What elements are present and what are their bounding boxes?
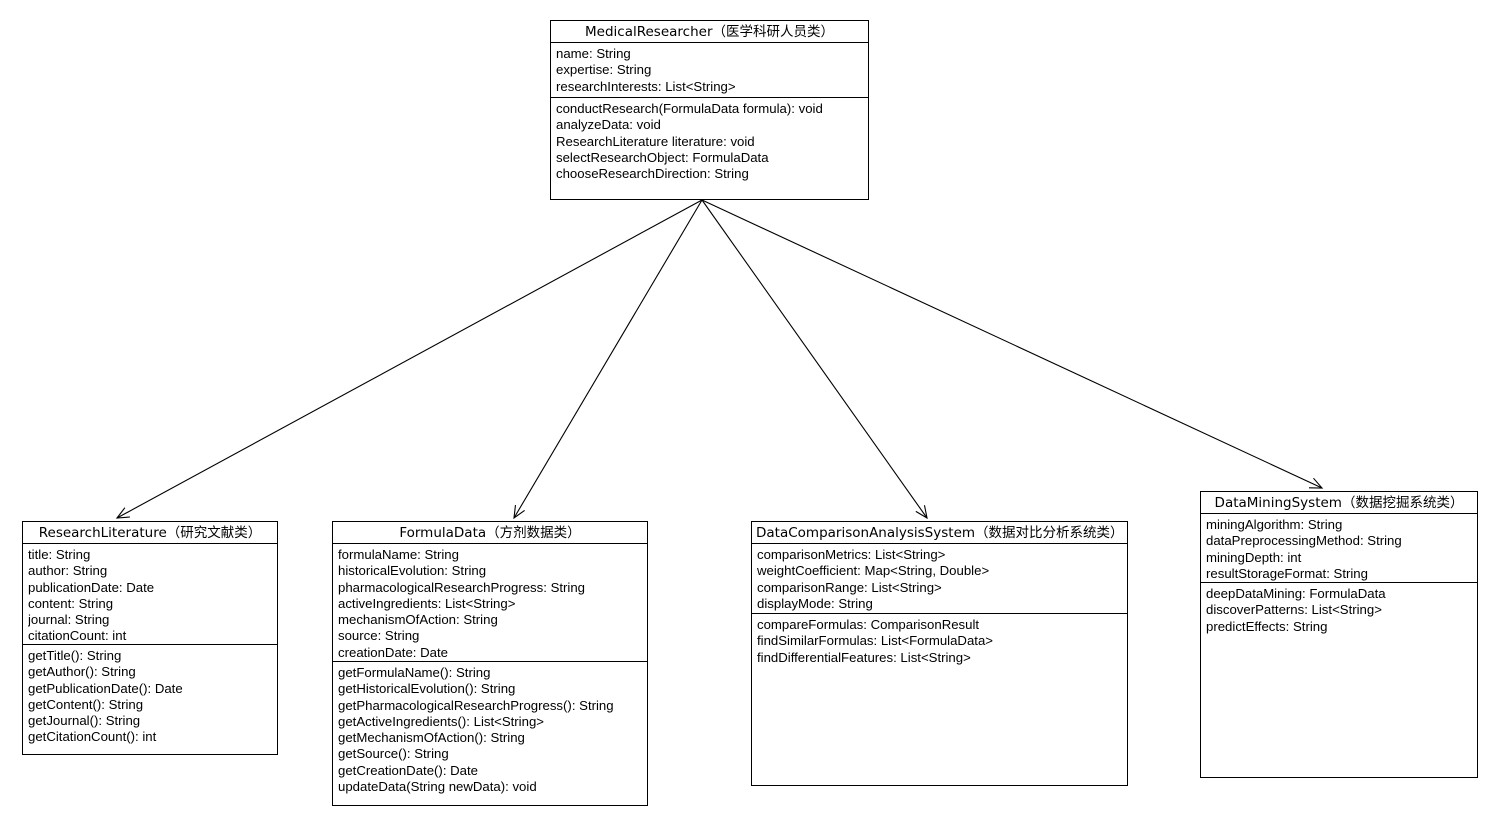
uml-member-line: getCreationDate(): Date xyxy=(338,762,479,778)
uml-member-line: getFormulaName(): String xyxy=(338,665,491,680)
uml-member-line: pharmacologicalResearchProgress: String xyxy=(338,579,586,595)
edge-to-formula-data xyxy=(513,199,703,520)
uml-member-line: ResearchLiterature literature: void xyxy=(556,133,755,149)
uml-member-line: getHistoricalEvolution(): String xyxy=(338,681,516,697)
uml-member-line: activeIngredients: List<String> xyxy=(338,595,516,611)
uml-member-line: source: String xyxy=(338,628,420,644)
uml-member-line: getCitationCount(): int xyxy=(28,729,157,745)
arrowhead xyxy=(915,505,928,520)
class-title-research-literature: ResearchLiterature（研究文献类） xyxy=(23,522,277,544)
uml-member-line: comparisonRange: List<String> xyxy=(757,579,942,595)
uml-member-line: getSource(): String xyxy=(338,746,449,762)
uml-member-line: getPublicationDate(): Date xyxy=(28,680,183,696)
uml-member-line: updateData(String newData): void xyxy=(338,779,537,795)
uml-member-line: getAuthor(): String xyxy=(28,664,136,680)
uml-member-line: title: String xyxy=(28,547,91,562)
uml-member-line: getPharmacologicalResearchProgress(): St… xyxy=(338,697,614,713)
uml-member-line: deepDataMining: FormulaData xyxy=(1206,586,1386,601)
arrowhead xyxy=(513,505,525,520)
uml-member-line: name: String xyxy=(556,46,631,61)
uml-member-line: getMechanismOfAction(): String xyxy=(338,730,525,746)
uml-member-line: getActiveIngredients(): List<String> xyxy=(338,713,544,729)
uml-member-line: publicationDate: Date xyxy=(28,579,155,595)
uml-member-line: creationDate: Date xyxy=(338,644,448,660)
uml-member-line: getContent(): String xyxy=(28,696,144,712)
class-title-formula-data: FormulaData（方剂数据类） xyxy=(333,522,647,544)
operations-compartment-medical-researcher: conductResearch(FormulaData formula): vo… xyxy=(551,98,868,186)
uml-member-line: researchInterests: List<String> xyxy=(556,78,736,94)
uml-member-line: formulaName: String xyxy=(338,547,459,562)
uml-member-line: resultStorageFormat: String xyxy=(1206,565,1368,581)
uml-member-line: miningDepth: int xyxy=(1206,549,1302,565)
uml-member-line: displayMode: String xyxy=(757,595,873,611)
class-box-data-mining-system[interactable]: DataMiningSystem（数据挖掘系统类） miningAlgorith… xyxy=(1200,491,1478,778)
uml-member-line: findSimilarFormulas: List<FormulaData> xyxy=(757,633,993,649)
class-title-data-comparison-analysis-system: DataComparisonAnalysisSystem（数据对比分析系统类） xyxy=(752,522,1127,544)
class-title-medical-researcher: MedicalResearcher（医学科研人员类） xyxy=(551,21,868,43)
uml-member-line: chooseResearchDirection: String xyxy=(556,166,749,182)
class-box-data-comparison-analysis-system[interactable]: DataComparisonAnalysisSystem（数据对比分析系统类） … xyxy=(751,521,1128,786)
uml-member-line: conductResearch(FormulaData formula): vo… xyxy=(556,101,823,116)
attributes-compartment-data-comparison-analysis-system: comparisonMetrics: List<String>weightCoe… xyxy=(752,544,1127,614)
uml-member-line: dataPreprocessingMethod: String xyxy=(1206,533,1402,549)
uml-member-line: miningAlgorithm: String xyxy=(1206,517,1343,532)
uml-member-line: discoverPatterns: List<String> xyxy=(1206,602,1382,618)
uml-member-line: getTitle(): String xyxy=(28,648,122,663)
uml-member-line: selectResearchObject: FormulaData xyxy=(556,149,769,165)
uml-member-line: predictEffects: String xyxy=(1206,618,1328,634)
uml-member-line: weightCoefficient: Map<String, Double> xyxy=(757,563,990,579)
uml-member-line: journal: String xyxy=(28,612,110,628)
arrowhead xyxy=(1308,477,1324,489)
class-title-data-mining-system: DataMiningSystem（数据挖掘系统类） xyxy=(1201,492,1477,514)
uml-member-line: compareFormulas: ComparisonResult xyxy=(757,617,980,632)
uml-member-line: content: String xyxy=(28,595,114,611)
uml-member-line: author: String xyxy=(28,563,108,579)
edge-to-data-mining xyxy=(701,199,1324,489)
arrowhead xyxy=(115,507,131,519)
uml-member-line: analyzeData: void xyxy=(556,117,661,133)
edge-to-data-comparison xyxy=(701,199,928,520)
uml-member-line: getJournal(): String xyxy=(28,713,141,729)
uml-member-line: historicalEvolution: String xyxy=(338,563,487,579)
uml-member-line: mechanismOfAction: String xyxy=(338,612,498,628)
uml-member-line: findDifferentialFeatures: List<String> xyxy=(757,649,971,665)
edge-to-research-literature xyxy=(115,199,703,519)
uml-member-line: citationCount: int xyxy=(28,628,127,644)
uml-member-line: expertise: String xyxy=(556,62,652,78)
uml-member-line: comparisonMetrics: List<String> xyxy=(757,547,946,562)
